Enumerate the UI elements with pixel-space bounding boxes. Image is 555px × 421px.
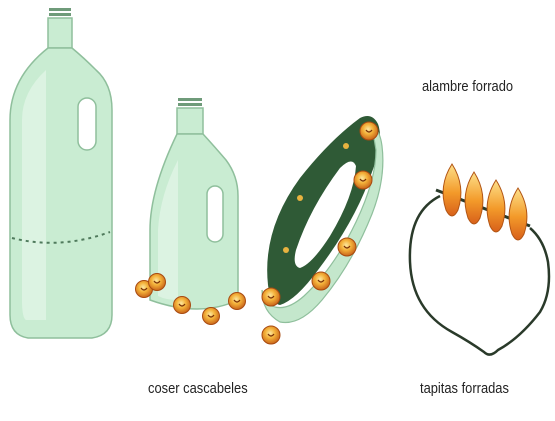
label-wrapped-wire: alambre forrado [422,78,513,95]
neck-ring [178,98,202,101]
large-bottle [10,8,112,338]
tambourine-ring [262,116,383,344]
hole-icon [297,195,303,201]
bottle-highlight [22,70,46,320]
cap-icon [465,172,483,224]
cut-bottle [136,98,246,325]
label-sew-bells: coser cascabeles [148,380,248,397]
bottle-neck [48,18,72,48]
neck-ring [49,8,71,11]
bell-icon [174,297,191,314]
cap-icon [443,164,461,216]
neck-ring [178,103,202,106]
bell-icon [360,122,378,140]
cap-icon [509,188,527,240]
bell-icon [149,274,166,291]
bell-icon [312,272,330,290]
wire-with-caps [410,164,549,355]
bell-icon [338,238,356,256]
hole-icon [343,143,349,149]
bell-icon [203,308,220,325]
bell-icon [229,293,246,310]
cap-icon [487,180,505,232]
hole-icon [283,247,289,253]
label-covered-caps: tapitas forradas [420,380,509,397]
bottle-neck [177,108,203,134]
neck-ring [49,13,71,16]
bottle-handle [207,186,223,242]
bell-icon [354,171,372,189]
bell-icon [262,288,280,306]
bell-icon [262,326,280,344]
bottle-handle [78,98,96,150]
